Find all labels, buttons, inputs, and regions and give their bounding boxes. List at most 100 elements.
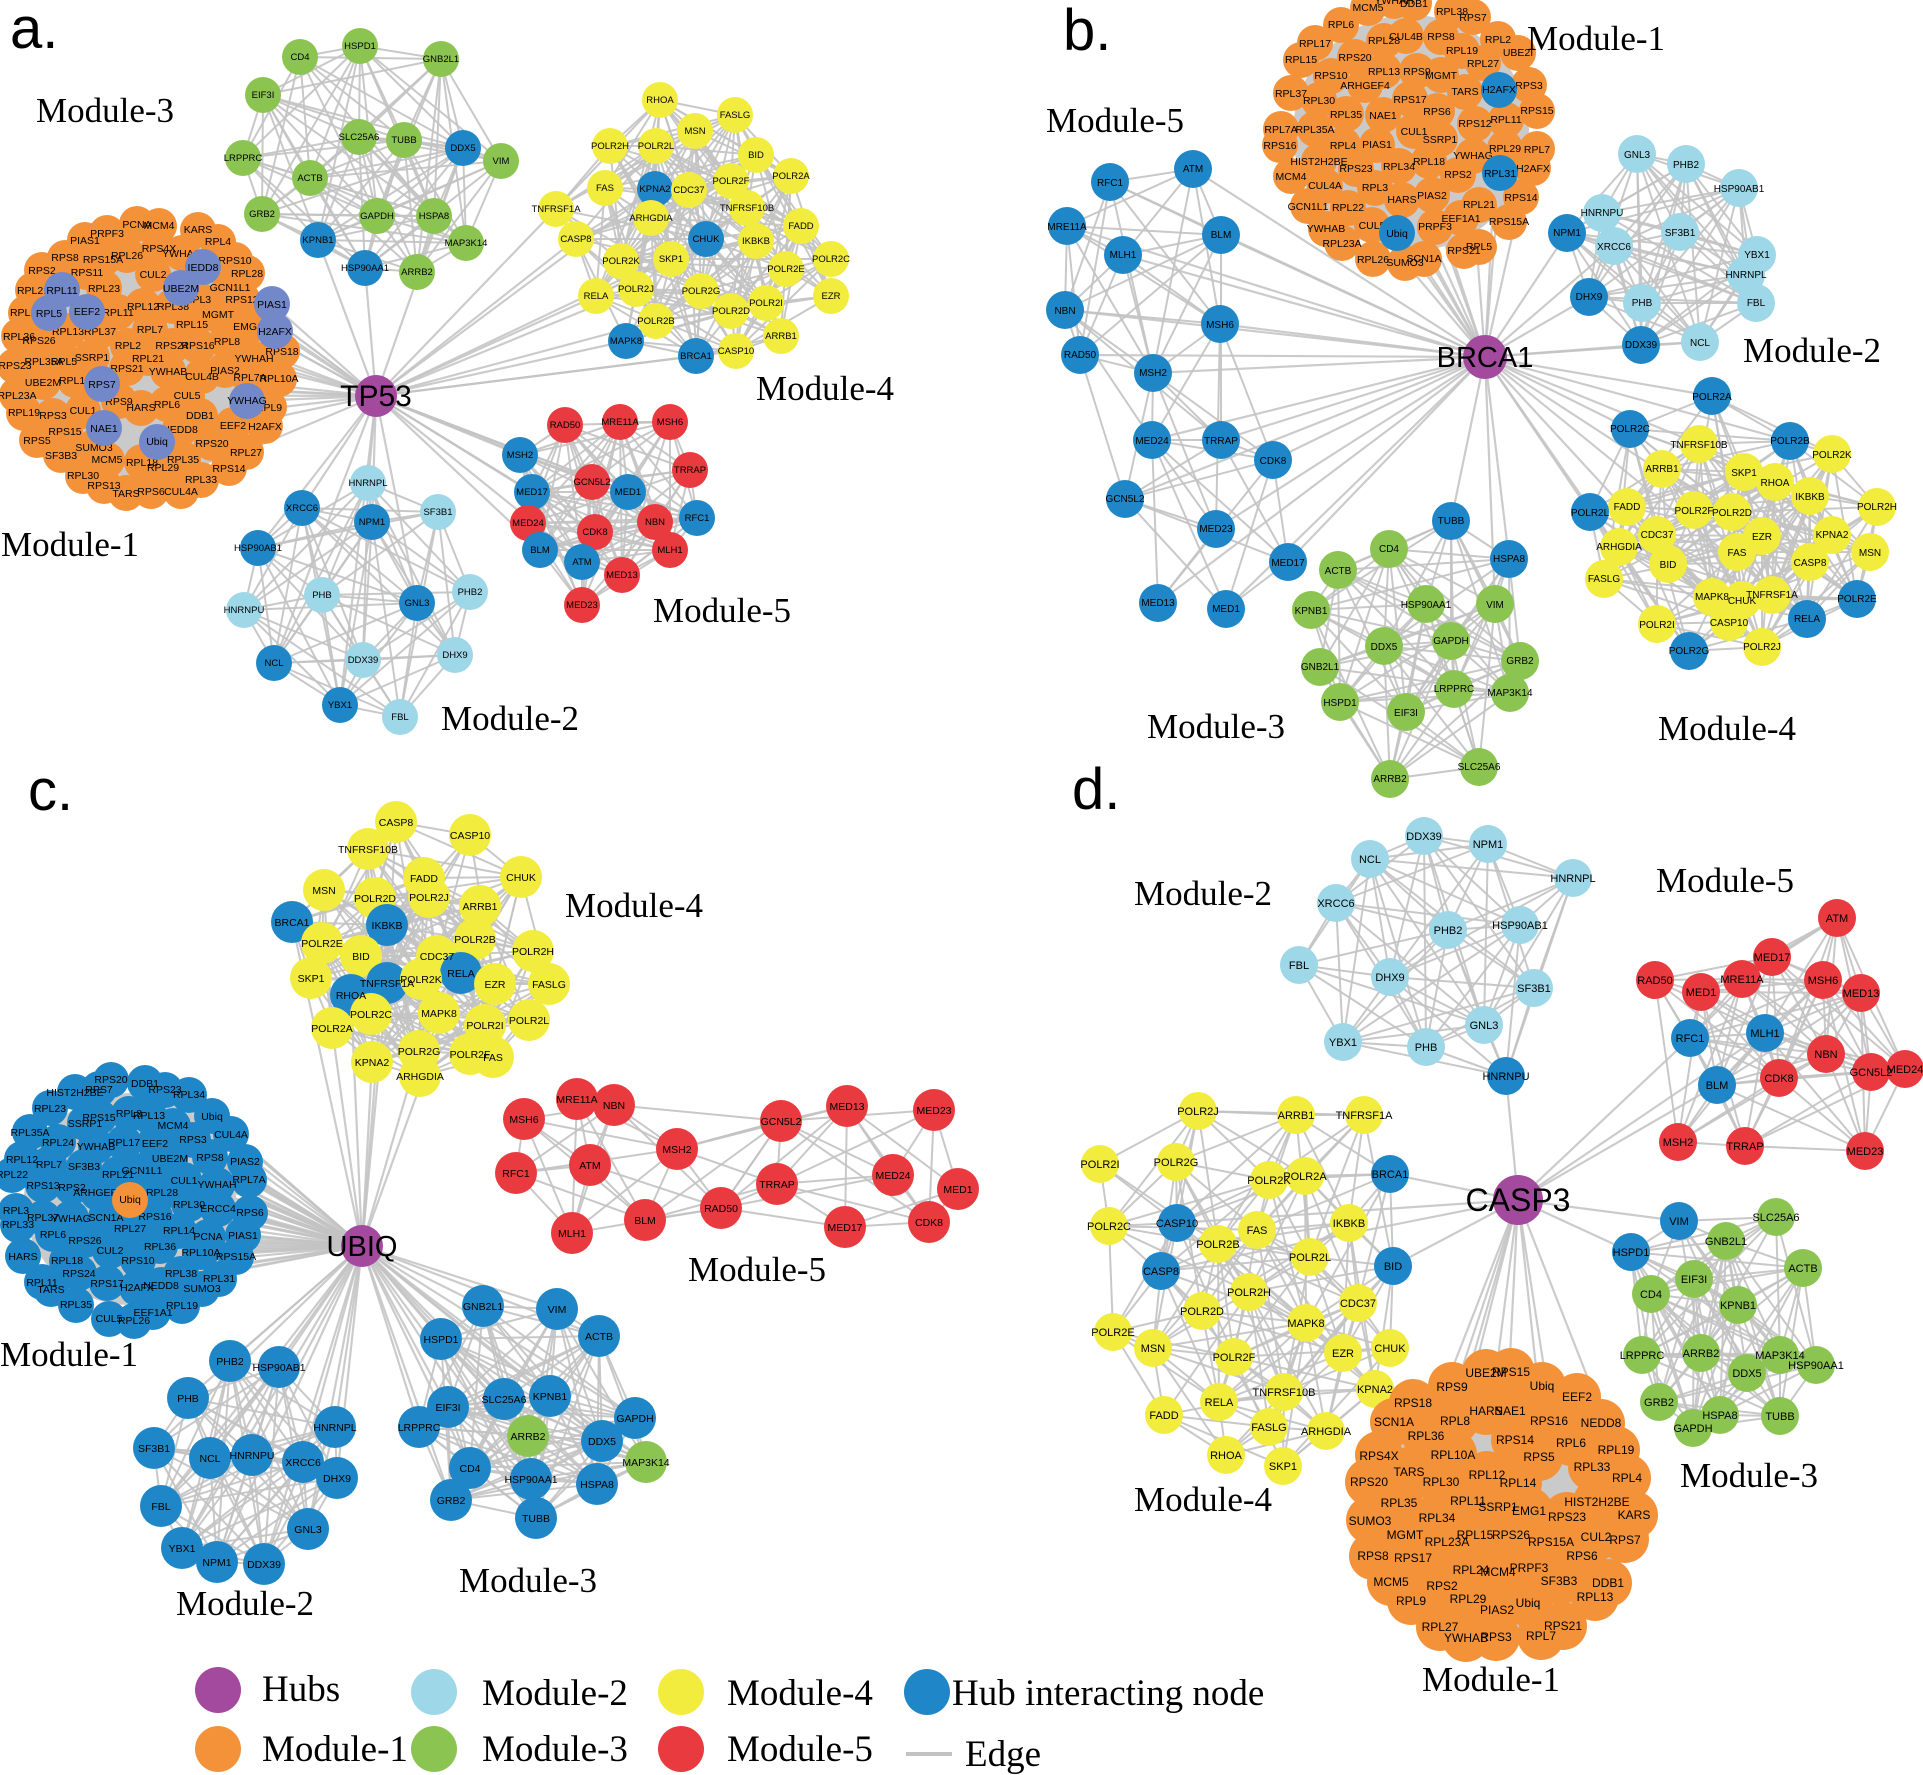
svg-text:RPS10: RPS10 <box>218 255 251 267</box>
svg-text:POLR2G: POLR2G <box>398 1046 441 1058</box>
svg-text:MRE11A: MRE11A <box>556 1094 597 1106</box>
svg-text:RPL26: RPL26 <box>1357 254 1389 266</box>
svg-text:PIAS1: PIAS1 <box>257 299 287 311</box>
svg-text:LRPPRC: LRPPRC <box>1620 1350 1665 1362</box>
svg-text:DDB1: DDB1 <box>186 410 214 422</box>
svg-text:POLR2G: POLR2G <box>1154 1157 1199 1169</box>
svg-text:PIAS2: PIAS2 <box>210 365 240 377</box>
svg-text:EZR: EZR <box>485 979 506 991</box>
svg-text:POLR2I: POLR2I <box>466 1020 503 1032</box>
svg-text:CHUK: CHUK <box>693 234 721 245</box>
svg-text:SLC25A6: SLC25A6 <box>1752 1212 1799 1224</box>
svg-text:HSP90AB1: HSP90AB1 <box>1492 920 1548 932</box>
svg-text:PHB: PHB <box>1632 298 1653 309</box>
svg-text:RPS20: RPS20 <box>1338 52 1371 64</box>
svg-text:RPS17: RPS17 <box>1393 94 1426 106</box>
svg-text:DDX5: DDX5 <box>588 1436 616 1448</box>
svg-text:CUL1: CUL1 <box>171 1175 198 1187</box>
svg-text:RHOA: RHOA <box>646 95 674 106</box>
svg-text:YWHAB: YWHAB <box>1307 223 1346 235</box>
svg-text:POLR2A: POLR2A <box>311 1023 352 1035</box>
svg-text:RPL31: RPL31 <box>203 1273 235 1285</box>
svg-text:CD4: CD4 <box>1640 1289 1662 1301</box>
svg-text:RPL17: RPL17 <box>1299 38 1331 50</box>
svg-text:BID: BID <box>1660 560 1677 571</box>
svg-text:SF3B1: SF3B1 <box>1665 228 1696 239</box>
svg-text:FADD: FADD <box>1149 1410 1178 1422</box>
svg-text:NPM1: NPM1 <box>359 517 385 528</box>
svg-text:RPS16: RPS16 <box>181 340 214 352</box>
svg-text:TUBB: TUBB <box>522 1513 550 1525</box>
svg-text:GRB2: GRB2 <box>1644 1397 1674 1409</box>
svg-text:GNB2L1: GNB2L1 <box>1705 1236 1747 1248</box>
svg-text:MRE11A: MRE11A <box>1047 222 1087 233</box>
svg-text:RPS21: RPS21 <box>110 363 143 375</box>
svg-text:GAPDH: GAPDH <box>1673 1423 1712 1435</box>
svg-text:KPNB1: KPNB1 <box>1295 606 1328 617</box>
svg-text:Module-2: Module-2 <box>482 1673 628 1714</box>
svg-text:HSP90AB1: HSP90AB1 <box>1714 184 1765 195</box>
svg-text:SKP1: SKP1 <box>659 254 683 265</box>
svg-text:DDB1: DDB1 <box>131 1078 159 1090</box>
svg-text:POLR2L: POLR2L <box>1571 508 1610 519</box>
svg-text:MSN: MSN <box>684 126 705 137</box>
svg-text:RPS11: RPS11 <box>71 267 104 279</box>
svg-text:RPL35A: RPL35A <box>1295 124 1334 136</box>
svg-text:FADD: FADD <box>788 221 813 232</box>
svg-text:BID: BID <box>1384 1261 1402 1273</box>
svg-text:NCL: NCL <box>1690 338 1710 349</box>
svg-text:RPS2: RPS2 <box>28 265 56 277</box>
svg-text:Module-4: Module-4 <box>756 369 894 408</box>
svg-text:KPNA2: KPNA2 <box>1357 1384 1393 1396</box>
svg-text:RPL30: RPL30 <box>173 1199 205 1211</box>
svg-text:PRPF3: PRPF3 <box>1510 1561 1549 1575</box>
svg-text:HSPD1: HSPD1 <box>423 1334 458 1346</box>
svg-text:FBL: FBL <box>391 712 408 723</box>
svg-text:RPS14: RPS14 <box>212 463 245 475</box>
svg-text:CHUK: CHUK <box>506 872 536 884</box>
svg-text:RPL35: RPL35 <box>1381 1496 1418 1510</box>
svg-text:POLR2F: POLR2F <box>1213 1352 1256 1364</box>
svg-text:XRCC6: XRCC6 <box>1317 898 1354 910</box>
svg-text:ACTB: ACTB <box>1788 1263 1817 1275</box>
svg-text:MED23: MED23 <box>916 1105 951 1117</box>
svg-text:PHB: PHB <box>1415 1042 1438 1054</box>
svg-text:RPL10A: RPL10A <box>1431 1448 1476 1462</box>
svg-text:RPL7A: RPL7A <box>232 1174 265 1186</box>
svg-text:POLR2J: POLR2J <box>618 284 654 295</box>
svg-text:KPNA2: KPNA2 <box>639 184 670 195</box>
svg-text:RPS14: RPS14 <box>1504 192 1537 204</box>
svg-text:TNFRSF1A: TNFRSF1A <box>360 978 414 990</box>
svg-text:Module-3: Module-3 <box>459 1561 597 1600</box>
svg-text:RPL6: RPL6 <box>1556 1436 1586 1450</box>
svg-text:DDX39: DDX39 <box>247 1559 281 1571</box>
svg-text:MED13: MED13 <box>606 570 638 581</box>
svg-text:RPL23: RPL23 <box>34 1103 66 1115</box>
svg-text:SSRP1: SSRP1 <box>1478 1500 1518 1514</box>
svg-text:RPL11: RPL11 <box>26 1277 57 1289</box>
svg-text:ARHGDIA: ARHGDIA <box>396 1071 444 1083</box>
svg-text:HNRNPL: HNRNPL <box>1550 873 1595 885</box>
svg-text:BID: BID <box>748 150 764 161</box>
svg-text:ARRB2: ARRB2 <box>510 1431 545 1443</box>
svg-text:H2AFX: H2AFX <box>1482 84 1516 96</box>
svg-text:HARS: HARS <box>1469 1404 1502 1418</box>
svg-text:POLR2I: POLR2I <box>749 298 783 309</box>
svg-text:SF3B1: SF3B1 <box>1517 983 1551 995</box>
svg-text:ARHGEF4: ARHGEF4 <box>73 1187 123 1199</box>
svg-text:NAE1: NAE1 <box>1369 110 1397 122</box>
svg-text:NPM1: NPM1 <box>1553 228 1581 239</box>
svg-text:POLR2G: POLR2G <box>682 286 721 297</box>
svg-text:SF3B3: SF3B3 <box>1541 1574 1578 1588</box>
svg-text:POLR2F: POLR2F <box>1675 506 1714 517</box>
svg-text:d.: d. <box>1072 757 1120 822</box>
svg-text:NCL: NCL <box>199 1453 220 1465</box>
svg-text:Hubs: Hubs <box>262 1669 340 1710</box>
svg-text:HNRNPL: HNRNPL <box>1725 270 1767 281</box>
svg-text:FAS: FAS <box>596 183 614 194</box>
svg-text:Module-1: Module-1 <box>262 1729 408 1770</box>
svg-text:POLR2A: POLR2A <box>772 171 810 182</box>
svg-text:c.: c. <box>28 758 73 823</box>
svg-text:DHX9: DHX9 <box>323 1473 351 1485</box>
svg-text:HNRNPU: HNRNPU <box>1482 1071 1529 1083</box>
